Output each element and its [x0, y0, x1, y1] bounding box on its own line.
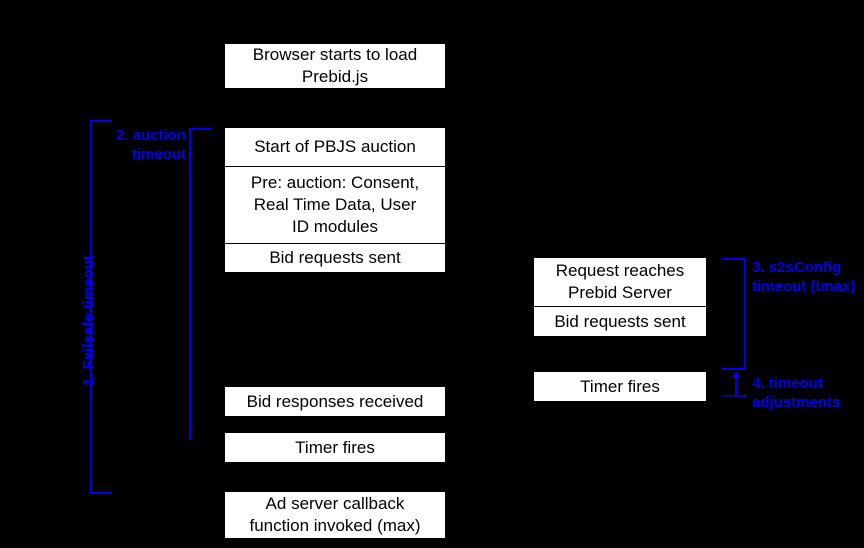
- box-separator: [225, 243, 445, 244]
- bracket-auction-top-tick: [189, 128, 211, 130]
- annotation-auction-timeout: 2. auction timeout: [115, 127, 186, 163]
- bracket-failsafe-vertical: [90, 120, 92, 494]
- arrow-timeout-adjustments-head: [732, 371, 740, 378]
- annotation-timeout-adjustments: 4. timeout adjustments: [752, 375, 841, 411]
- bracket-failsafe-top-tick: [90, 120, 112, 122]
- dotted-baseline-timeout-adjustments: [722, 395, 746, 397]
- process-box-browser-load: Browser starts to load Prebid.js: [225, 44, 445, 88]
- process-box-server-bid-requests-sent: Bid requests sent: [534, 307, 706, 336]
- process-box-auction-start: Start of PBJS auction: [225, 128, 445, 166]
- annotation-s2sconfig-timeout: 3. s2sConfig timeout (tmax): [752, 259, 856, 295]
- process-box-timer-fires-server: Timer fires: [534, 372, 706, 401]
- process-box-pre-auction: Pre: auction: Consent, Real Time Data, U…: [225, 167, 445, 243]
- process-box-group-auction: Start of PBJS auction Pre: auction: Cons…: [225, 128, 445, 272]
- box-separator: [225, 166, 445, 167]
- process-box-ad-server-callback: Ad server callback function invoked (max…: [225, 492, 445, 538]
- bracket-s2sconfig-bottom-tick: [722, 368, 746, 370]
- process-box-group-server: Request reaches Prebid Server Bid reques…: [534, 258, 706, 336]
- bracket-failsafe-bottom-tick: [90, 492, 112, 494]
- arrow-timeout-adjustments-shaft: [735, 378, 737, 396]
- process-box-request-reaches-server: Request reaches Prebid Server: [534, 258, 706, 306]
- box-separator: [534, 306, 706, 307]
- bracket-s2sconfig-top-tick: [722, 258, 746, 260]
- bracket-auction-vertical: [189, 128, 191, 440]
- process-box-bid-requests-sent: Bid requests sent: [225, 244, 445, 272]
- process-box-timer-fires-client: Timer fires: [225, 433, 445, 462]
- bracket-s2sconfig-vertical: [744, 258, 746, 370]
- process-box-bid-responses-received: Bid responses received: [225, 387, 445, 416]
- annotation-failsafe-timeout: 1. Failsafe timeout: [80, 255, 97, 386]
